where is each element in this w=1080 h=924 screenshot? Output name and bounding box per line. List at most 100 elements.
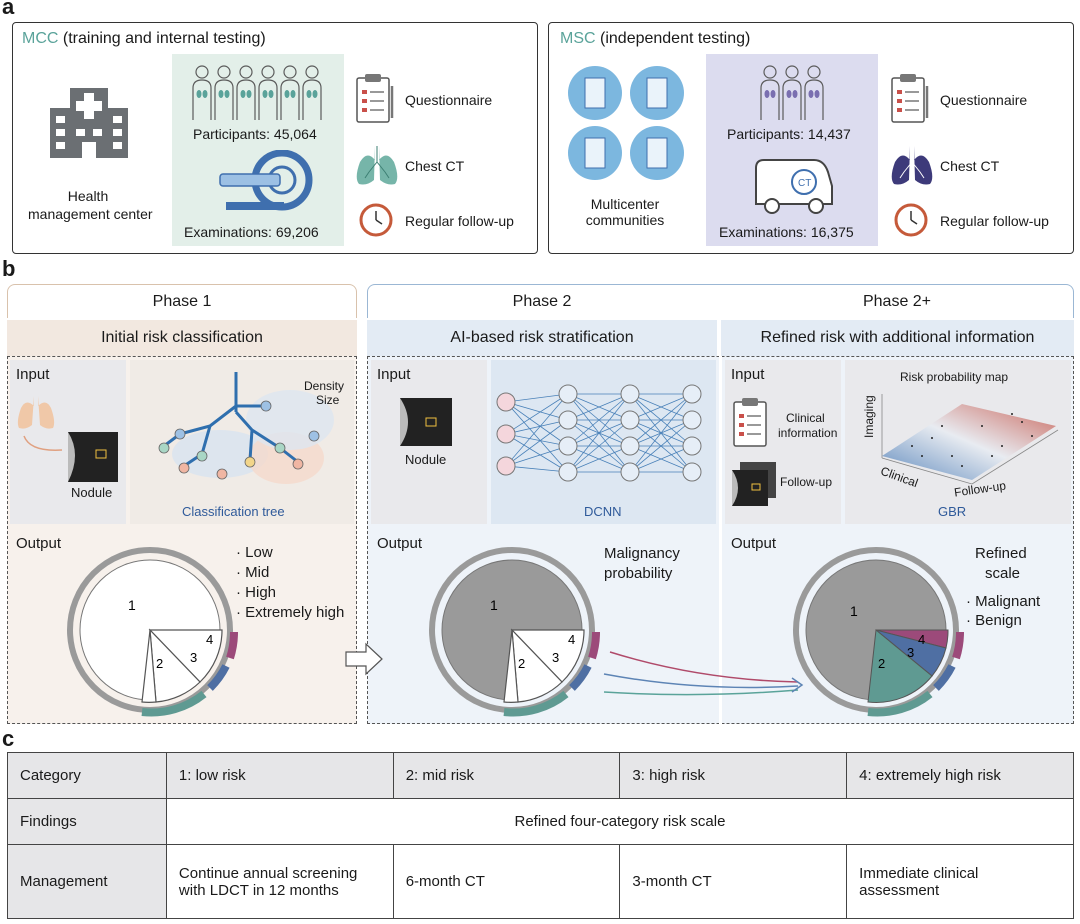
transition-arrow-icon bbox=[345, 642, 383, 676]
p1-output-label: Output bbox=[16, 535, 62, 552]
p1-pie-label-4: 4 bbox=[206, 632, 213, 647]
imaging-axis: Imaging bbox=[862, 395, 876, 438]
classification-tree-icon bbox=[158, 372, 334, 484]
mcc-participants: Participants: 45,064 bbox=[193, 126, 317, 142]
msc-followup: Regular follow-up bbox=[940, 213, 1049, 229]
dcnn-network-icon bbox=[496, 384, 702, 482]
p2-pie-label-4: 4 bbox=[568, 632, 575, 647]
cell-low-risk: 1: low risk bbox=[165, 752, 394, 799]
p2-pie-label-3: 3 bbox=[552, 650, 559, 665]
p1-pie-label-3: 3 bbox=[190, 650, 197, 665]
phase2-header-box bbox=[367, 284, 1074, 318]
participants-icon bbox=[192, 65, 322, 120]
clipboard-icon bbox=[356, 74, 394, 123]
classification-tree-label: Classification tree bbox=[182, 504, 285, 519]
lungs-icon bbox=[356, 146, 398, 185]
clipboard-icon-2 bbox=[891, 74, 929, 123]
cell-management-1: Continue annual screening with LDCT in 1… bbox=[165, 844, 394, 919]
lung-nodule-icon bbox=[17, 396, 118, 482]
panel-b-letter: b bbox=[2, 256, 16, 281]
phase1-header: Phase 1 bbox=[7, 284, 357, 318]
p3-pie-chart: 1 2 3 4 bbox=[793, 547, 965, 717]
msc-examinations: Examinations: 16,375 bbox=[719, 224, 854, 240]
mcc-followup: Regular follow-up bbox=[405, 213, 514, 229]
panel-a-letter: a bbox=[2, 0, 15, 19]
phase1-subheader: Initial risk classification bbox=[7, 320, 357, 356]
mcc-examinations: Examinations: 69,206 bbox=[184, 224, 319, 240]
malignancy-1: Malignancy bbox=[604, 545, 680, 562]
row-label-management: Management bbox=[7, 844, 167, 919]
hospital-icon bbox=[50, 88, 128, 158]
community-buildings-icon bbox=[568, 66, 684, 180]
mcc-center-label-2: management center bbox=[28, 206, 153, 222]
followup-scan-images bbox=[732, 462, 776, 506]
row-label-findings: Findings bbox=[7, 798, 167, 845]
level-low: · Low bbox=[236, 544, 273, 561]
p1-nodule: Nodule bbox=[71, 485, 113, 500]
flow-arrows bbox=[603, 651, 804, 696]
p1-input-label: Input bbox=[16, 366, 50, 383]
outcome-benign: · Benign bbox=[966, 612, 1022, 629]
phase1-frame bbox=[7, 356, 357, 724]
refined-2: scale bbox=[985, 565, 1021, 582]
phase2-subheader: AI-based risk stratification bbox=[367, 320, 717, 356]
msc-center-label-2: communities bbox=[585, 212, 665, 228]
p1-pie-label-2: 2 bbox=[156, 656, 163, 671]
phase2plus-header: Phase 2+ bbox=[862, 293, 932, 310]
row-label-category: Category bbox=[7, 752, 167, 799]
clock-icon bbox=[359, 203, 393, 237]
msc-participants: Participants: 14,437 bbox=[727, 126, 851, 142]
msc-box bbox=[548, 22, 1074, 254]
level-extremely-high: · Extremely high bbox=[236, 604, 345, 621]
panel-c-letter: c bbox=[2, 726, 15, 751]
p2-nodule: Nodule bbox=[405, 452, 447, 467]
size-label: Size bbox=[316, 393, 340, 407]
lungs-icon-2 bbox=[891, 146, 933, 185]
p3-input-label: Input bbox=[731, 366, 765, 383]
mcc-title: MCC (training and internal testing) bbox=[22, 30, 266, 47]
phase2-header: Phase 2 bbox=[512, 293, 572, 310]
p2-input-label: Input bbox=[377, 366, 411, 383]
ct-badge: CT bbox=[798, 178, 811, 189]
p1-pie-chart: 1 2 3 4 bbox=[67, 547, 239, 717]
level-high: · High bbox=[236, 584, 277, 601]
mcc-chest-ct: Chest CT bbox=[405, 158, 465, 174]
clinical-clipboard-icon bbox=[733, 398, 767, 447]
p1-pie-label-1: 1 bbox=[128, 597, 136, 613]
dcnn-label: DCNN bbox=[584, 504, 622, 519]
cell-extremely-high-risk: 4: extremely high risk bbox=[846, 752, 1074, 799]
p2-output-label: Output bbox=[377, 535, 423, 552]
p3-pie-label-1: 1 bbox=[850, 603, 858, 619]
mobile-ct-van-icon: CT bbox=[755, 159, 833, 214]
msc-questionnaire: Questionnaire bbox=[940, 92, 1028, 108]
msc-title: MSC (independent testing) bbox=[560, 30, 751, 47]
p3-pie-label-3: 3 bbox=[907, 645, 914, 660]
cell-management-3: 3-month CT bbox=[619, 844, 848, 919]
table-row: Findings Refined four-category risk scal… bbox=[7, 798, 1075, 845]
msc-participants-icon bbox=[760, 65, 824, 120]
risk-surface-plot bbox=[881, 394, 1059, 485]
msc-center-label-1: Multicenter bbox=[590, 196, 660, 212]
table-row: Management Continue annual screening wit… bbox=[7, 844, 1074, 919]
msc-chest-ct: Chest CT bbox=[940, 158, 1000, 174]
cell-findings: Refined four-category risk scale bbox=[165, 798, 1075, 845]
density-label: Density bbox=[304, 379, 345, 393]
gbr-label: GBR bbox=[938, 504, 967, 519]
clinical-info-2: information bbox=[778, 426, 838, 440]
p3-pie-label-2: 2 bbox=[878, 656, 885, 671]
table-row: Category 1: low risk 2: mid risk 3: high… bbox=[7, 752, 1074, 799]
outcome-malignant: · Malignant bbox=[966, 593, 1041, 610]
p3-pie-label-4: 4 bbox=[918, 632, 925, 647]
level-mid: · Mid bbox=[236, 564, 270, 581]
ct-scanner-icon bbox=[219, 150, 313, 211]
p2-pie-label-1: 1 bbox=[490, 597, 498, 613]
followup-label: Follow-up bbox=[780, 475, 833, 489]
mcc-stats-bg bbox=[172, 54, 344, 246]
phase-divider bbox=[719, 356, 722, 724]
mcc-questionnaire: Questionnaire bbox=[405, 92, 493, 108]
p2-nodule-image bbox=[400, 398, 452, 446]
clock-icon-2 bbox=[894, 203, 928, 237]
malignancy-2: probability bbox=[604, 565, 673, 582]
risk-table: Category 1: low risk 2: mid risk 3: high… bbox=[7, 752, 1075, 919]
mcc-box bbox=[12, 22, 538, 254]
